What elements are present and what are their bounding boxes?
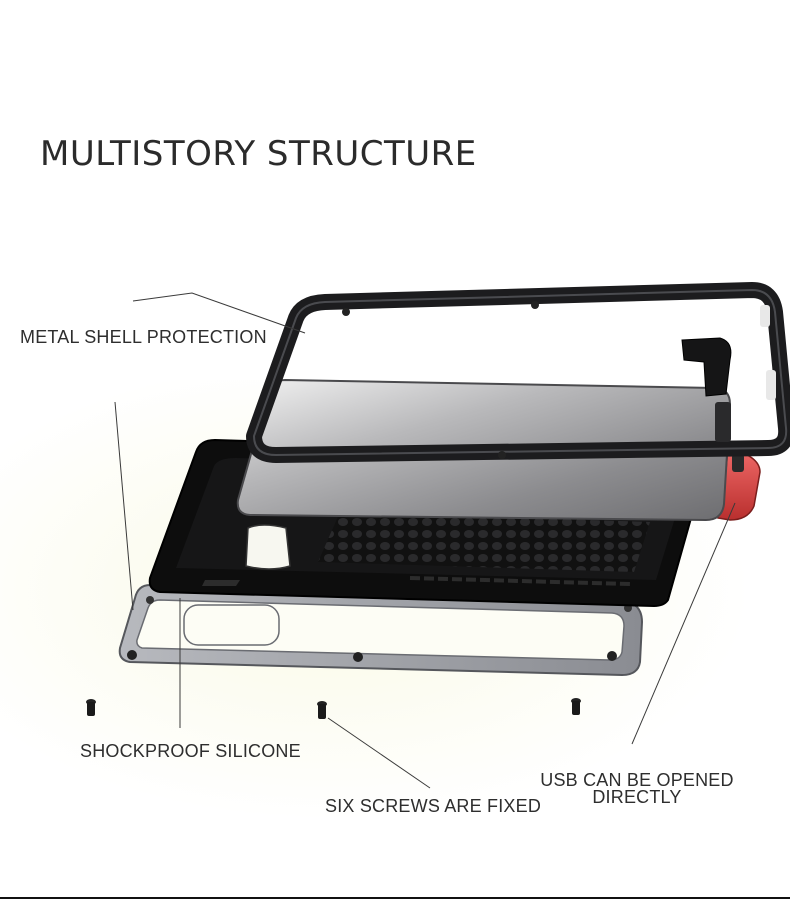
metal-shell-label: METAL SHELL PROTECTION [20, 327, 267, 347]
back-metal-plate [118, 583, 644, 677]
usb-label: USB CAN BE OPENED DIRECTLY [538, 770, 736, 807]
usb-label-line1: USB CAN BE OPENED [540, 770, 734, 790]
plate-leader-line [114, 401, 134, 611]
usb-cover [717, 447, 761, 521]
shockproof-silicone-label: SHOCKPROOF SILICONE [80, 741, 301, 761]
page-title: MULTISTORY STRUCTURE [40, 134, 477, 174]
screw-left-icon [86, 699, 96, 716]
usb-leader-line [631, 502, 736, 745]
callout-lines [114, 292, 736, 789]
screws-leader-line [327, 717, 431, 789]
screws-label: SIX SCREWS ARE FIXED [325, 796, 542, 816]
screw-right-icon [571, 698, 581, 715]
usb-label-line2: DIRECTLY [592, 787, 682, 807]
metal-shell-leader-line [132, 292, 306, 334]
screw-middle-icon [317, 701, 327, 719]
bottom-divider [0, 897, 790, 899]
metal-shell-frame [246, 282, 790, 463]
